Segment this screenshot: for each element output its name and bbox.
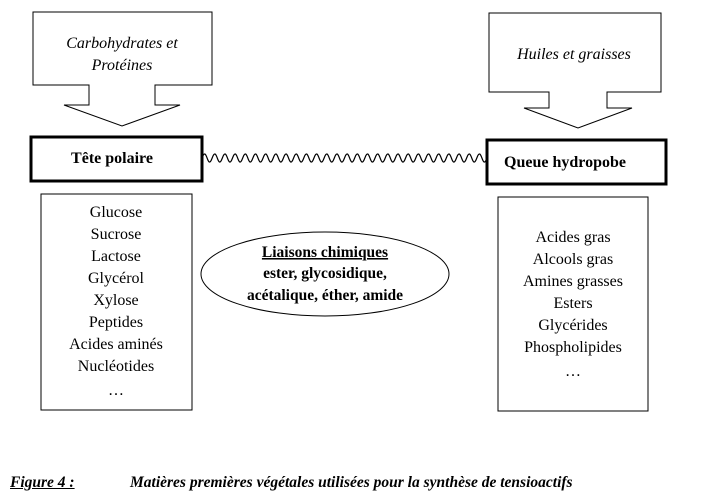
- hydrophobic-item: Glycérides: [538, 317, 607, 334]
- polar-head-label: Tête polaire: [71, 150, 153, 167]
- polar-items-box: [40, 193, 193, 411]
- hydrophobic-item: Alcools gras: [533, 251, 613, 268]
- hydrophobic-items-box: [497, 196, 649, 412]
- polar-head-box: [29, 135, 204, 183]
- polar-item: Sucrose: [91, 226, 142, 243]
- hydrophobic-item: …: [565, 363, 581, 380]
- left-source-arrow: [32, 11, 213, 127]
- hydrophobic-item: Esters: [553, 295, 592, 312]
- right-source-label: Huiles et graisses: [516, 46, 631, 63]
- right-source-arrow: [488, 12, 662, 129]
- chemical-bonds-ellipse: [200, 231, 450, 317]
- left-source-label-line1: Carbohydrates et: [66, 35, 178, 52]
- chemical-bonds-line2: acétalique, éther, amide: [247, 287, 403, 304]
- figure-caption-label: Figure 4 :: [10, 474, 75, 491]
- polar-item: Glycérol: [88, 270, 145, 287]
- polar-items-list: Glucose Sucrose Lactose Glycérol Xylose …: [69, 204, 163, 399]
- hydrophobic-item: Acides gras: [535, 229, 610, 246]
- polar-item: Lactose: [91, 248, 141, 265]
- polar-item: …: [108, 382, 124, 399]
- hydrophobic-item: Phospholipides: [524, 339, 622, 356]
- left-source-label-line2: Protéines: [91, 57, 153, 74]
- hydrophobic-tail-box: [485, 138, 668, 186]
- hydrophobic-tail-label: Queue hydropobe: [504, 154, 626, 171]
- hydrophobic-item: Amines grasses: [523, 273, 623, 290]
- hydrophobic-items-list: Acides gras Alcools gras Amines grasses …: [523, 229, 623, 380]
- polar-item: Glucose: [90, 204, 142, 221]
- polar-item: Acides aminés: [69, 336, 163, 353]
- polar-item: Xylose: [93, 292, 138, 309]
- chemical-bonds-title: Liaisons chimiques: [262, 244, 388, 261]
- polar-item: Peptides: [89, 314, 143, 331]
- figure-caption-text: Matières premières végétales utilisées p…: [130, 474, 573, 491]
- polar-item: Nucléotides: [78, 358, 154, 375]
- hydrocarbon-chain-wave: [201, 153, 488, 163]
- figure-caption: Figure 4 : Matières premières végétales …: [10, 474, 710, 498]
- chemical-bonds-line1: ester, glycosidique,: [263, 265, 387, 282]
